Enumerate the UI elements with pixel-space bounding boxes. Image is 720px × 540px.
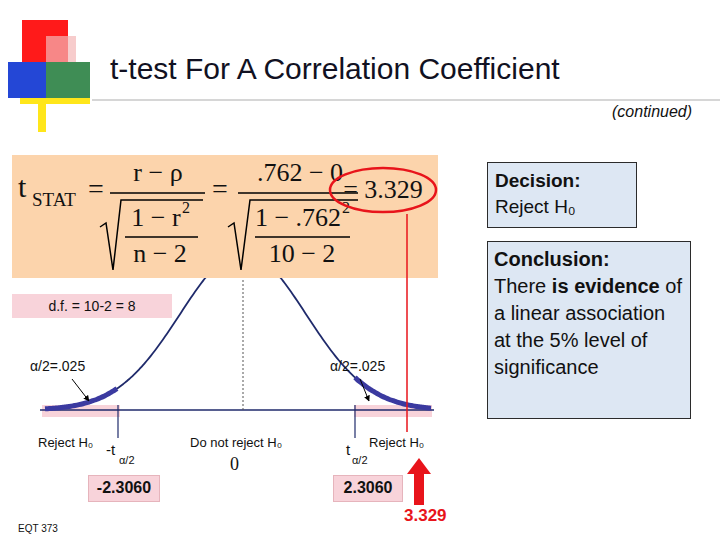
axis-value: 0 [230,455,239,475]
equals-sign: = [88,175,104,203]
box-heading: Conclusion: [494,246,684,273]
axis-line [40,409,434,411]
box-text: d.f. = 10-2 = 8 [18,297,166,316]
tail-shade [45,389,117,409]
radical-sign [100,200,203,270]
slide-title: t-test For A Correlation Coefficient [110,52,560,86]
box-text: 2.3060 [338,477,398,499]
result-ellipse: = 3.329 [328,166,438,214]
formula-symbol: t [18,172,26,202]
fraction-bar [238,192,358,194]
radical-sign [228,200,358,270]
box-text: evidence [574,275,660,297]
formula-term: 10 − 2 [269,241,336,267]
critical-line [117,405,118,438]
test-statistic: = 3.329 [328,166,438,214]
tail-shade [355,377,431,408]
fraction-bar [125,236,198,238]
tail-area: α/2=.025 [30,359,85,374]
formula-subscript: STAT [32,190,76,209]
title-rule [92,99,720,101]
center-line [243,256,244,410]
box-text: is [552,275,569,297]
equals-sign: = [212,175,228,203]
leader-arrow [72,379,89,401]
fraction-bar [110,192,205,194]
critical-line [354,405,355,438]
test-statistic-value: 3.329 [404,507,447,526]
formula-term: 1 − r [131,205,180,231]
decor-square [46,36,76,62]
critical-symbol: t [346,442,350,459]
formula-panel: tSTAT=r − ρ1 − r2n − 2=.762 − 01 − .7622… [12,155,438,278]
region-label: Reject H₀ [38,436,93,450]
formula-term: r − ρ [133,160,182,186]
box-heading: Decision: [495,168,629,194]
decor-bar [20,98,90,104]
box-text: -2.3060 [93,477,155,499]
fraction-bar [255,236,350,238]
critical-subscript: α/2 [119,454,135,466]
exponent: 2 [182,200,190,216]
box-text: There [494,275,546,297]
critical-subscript: α/2 [352,454,368,466]
fraction-lines [12,155,438,278]
result-pointer-line [406,278,408,432]
df-box: d.f. = 10-2 = 8 [12,294,172,318]
conclusion-box: Conclusion:Thereisevidenceof a linear as… [487,241,691,419]
box-text: Reject H₀ [495,194,629,220]
result-arrow [407,458,431,505]
slide-footer: EQT 373 [18,523,58,534]
critical-value-box: -2.3060 [88,475,160,502]
leader-arrow [360,379,369,401]
formula-term: 1 − .762 [255,205,341,231]
formula-term: n − 2 [133,241,187,267]
box-body: Thereisevidenceof a linear association a… [494,273,684,381]
formula-term: .762 − 0 [257,160,343,186]
decor-square [8,62,46,98]
decor-square [46,62,90,98]
result-pointer-line [406,214,408,278]
decision-box: Decision:Reject H₀ [487,162,637,228]
critical-symbol: -t [106,442,115,459]
critical-value-box: 2.3060 [333,475,403,502]
region-label: Do not reject H₀ [190,436,282,450]
continued-note: (continued) [612,103,692,121]
region-label: Reject H₀ [369,436,424,450]
tail-area: α/2=.025 [330,359,385,374]
